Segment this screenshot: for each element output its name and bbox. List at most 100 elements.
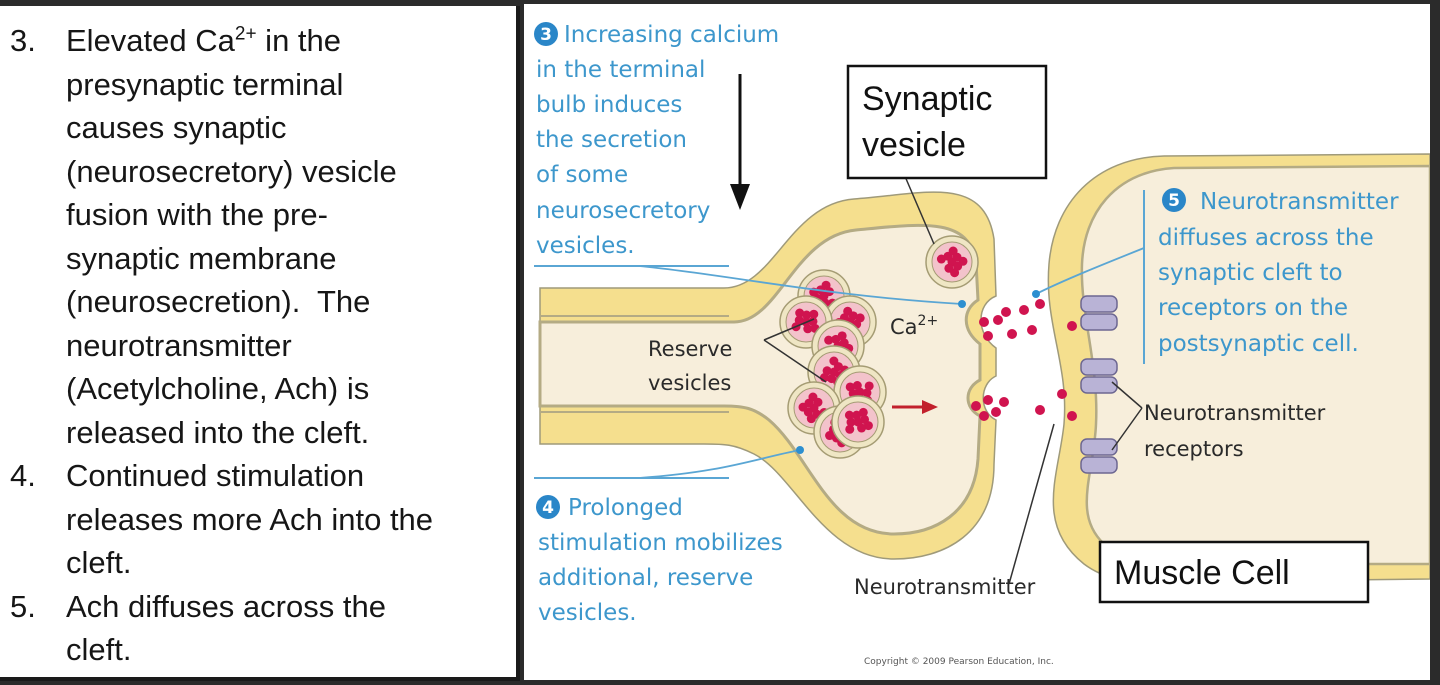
text-line: presynaptic terminal [66,66,344,102]
calcium-label: Ca2+ [890,313,938,339]
text-line: neurotransmitter [66,327,292,363]
callout-line: stimulation mobilizes [538,530,783,556]
neurotransmitter-dot [1035,299,1045,309]
neurotransmitter-dot [809,309,819,319]
neurotransmitter-dot [993,315,1003,325]
callout-step-3: 3 Increasing calcium in the terminal bul… [534,22,779,259]
badge-4 [536,495,560,519]
copyright-text: Copyright © 2009 Pearson Education, Inc. [864,657,1054,667]
callout-line: additional, reserve [538,565,753,591]
neurotransmitter-dot [999,397,1009,407]
synaptic-vesicle-label-box: Synaptic vesicle [846,64,1048,180]
neurotransmitter-dot [1027,325,1037,335]
neurotransmitter-dot [813,397,823,407]
neurotransmitter-dot [824,335,834,345]
explanation-panel: 3. Elevated Ca2+ in the presynaptic term… [0,6,520,681]
neurotransmitter-label: Neurotransmitter [854,575,1036,599]
neurotransmitter-dot [864,381,874,391]
neurotransmitter-dot [803,324,813,334]
step-text: Ach diffuses across the cleft. [66,585,516,672]
callout-line: postsynaptic cell. [1158,331,1359,357]
text-line: Ach diffuses across the [66,588,386,624]
neurotransmitter-dot [944,263,954,273]
superscript: 2+ [234,23,257,45]
svg-text:Muscle Cell: Muscle Cell [1114,554,1290,592]
neurotransmitter-molecules [971,299,1077,421]
callout-step-4: 4 Prolonged stimulation mobilizes additi… [536,495,783,626]
neurotransmitter-dot [983,395,993,405]
step-number: 4. [10,458,36,493]
callout-line: vesicles. [538,600,637,626]
text-line: in the [256,23,342,58]
callout-line: bulb induces [536,92,682,118]
neurotransmitter-dot [852,381,862,391]
callout-line: diffuses across the [1158,225,1374,251]
neurotransmitter-dot [802,310,812,320]
callout-line: the secretion [536,127,687,153]
text-line: (neurosecretion). The [66,284,371,319]
neurotransmitter-dot [1067,411,1077,421]
badge-5 [1162,188,1186,212]
callout-line: receptors on the [1158,295,1348,321]
text-line: releases more Ach into the [66,501,434,537]
callout-step-5: 5 Neurotransmitter diffuses across the s… [1158,188,1399,357]
svg-text:4: 4 [542,498,554,518]
step-4: 4. Continued stimulation releases more A… [0,454,516,585]
step-list: 3. Elevated Ca2+ in the presynaptic term… [0,6,516,672]
synapse-diagram: 3 Increasing calcium in the terminal bul… [534,22,1430,667]
text-line: cleft. [66,632,132,667]
callout-line: neurosecretory [536,198,710,224]
mobilization-arrow [892,400,938,414]
callout-line: Increasing calcium [564,22,779,48]
reserve-vesicles-label: vesicles [648,371,731,395]
callout-line: Neurotransmitter [1200,189,1399,215]
reserve-vesicles-label: Reserve [648,337,732,361]
text-line: synaptic membrane [66,240,337,276]
text-line: released into the cleft. [66,414,370,450]
text-line: fusion with the pre- [66,197,328,232]
step-number: 5. [10,588,36,624]
neurotransmitter-dot [795,308,805,318]
text-line: Elevated Ca [66,23,235,58]
neurotransmitter-dot [848,311,858,321]
svg-text:vesicle: vesicle [862,126,966,164]
neurotransmitter-dot [1067,321,1077,331]
neurotransmitter-dot [846,417,856,427]
neurotransmitter-dot [983,331,993,341]
text-line: (Acetylcholine, Ach) is [66,371,370,406]
presynaptic-cytoplasm [538,223,982,536]
text-line: cleft. [66,545,132,580]
down-arrow [730,74,750,210]
neurotransmitter-dot [845,382,855,392]
callout-line: Prolonged [568,495,683,521]
neurotransmitter-dot [1007,329,1017,339]
step-3: 3. Elevated Ca2+ in the presynaptic term… [0,19,516,454]
neurotransmitter-dot [808,316,818,326]
neurotransmitter-dot [857,423,867,433]
neurotransmitter-dot [971,401,981,411]
leader-lines [534,173,1145,585]
callout-line: in the terminal [536,57,705,83]
svg-text:3: 3 [540,25,552,45]
diagram-panel: 3 Increasing calcium in the terminal bul… [524,4,1430,680]
svg-text:5: 5 [1168,191,1180,211]
callout-line: synaptic cleft to [1158,260,1343,286]
neurotransmitter-dot [979,317,989,327]
neurotransmitter-dot [1019,305,1029,315]
neurotransmitter-dot [1035,405,1045,415]
receptors-label: Neurotransmitter [1144,401,1326,425]
receptors-label: receptors [1144,437,1244,461]
text-line: (neurosecretory) vesicle [66,153,397,189]
step-5: 5. Ach diffuses across the cleft. [0,585,516,672]
callout-line: of some [536,162,628,188]
svg-text:Synaptic: Synaptic [862,80,992,118]
neurotransmitter-dot [1057,389,1067,399]
neurotransmitter-dot [979,411,989,421]
muscle-cell-label-box: Muscle Cell [1098,540,1370,604]
neurotransmitter-dot [863,421,873,431]
neurotransmitter-dot [837,331,847,341]
badge-3 [534,22,558,46]
neurotransmitter-dot [827,374,837,384]
neurotransmitter-dot [991,407,1001,417]
step-text: Continued stimulation releases more Ach … [66,454,516,585]
